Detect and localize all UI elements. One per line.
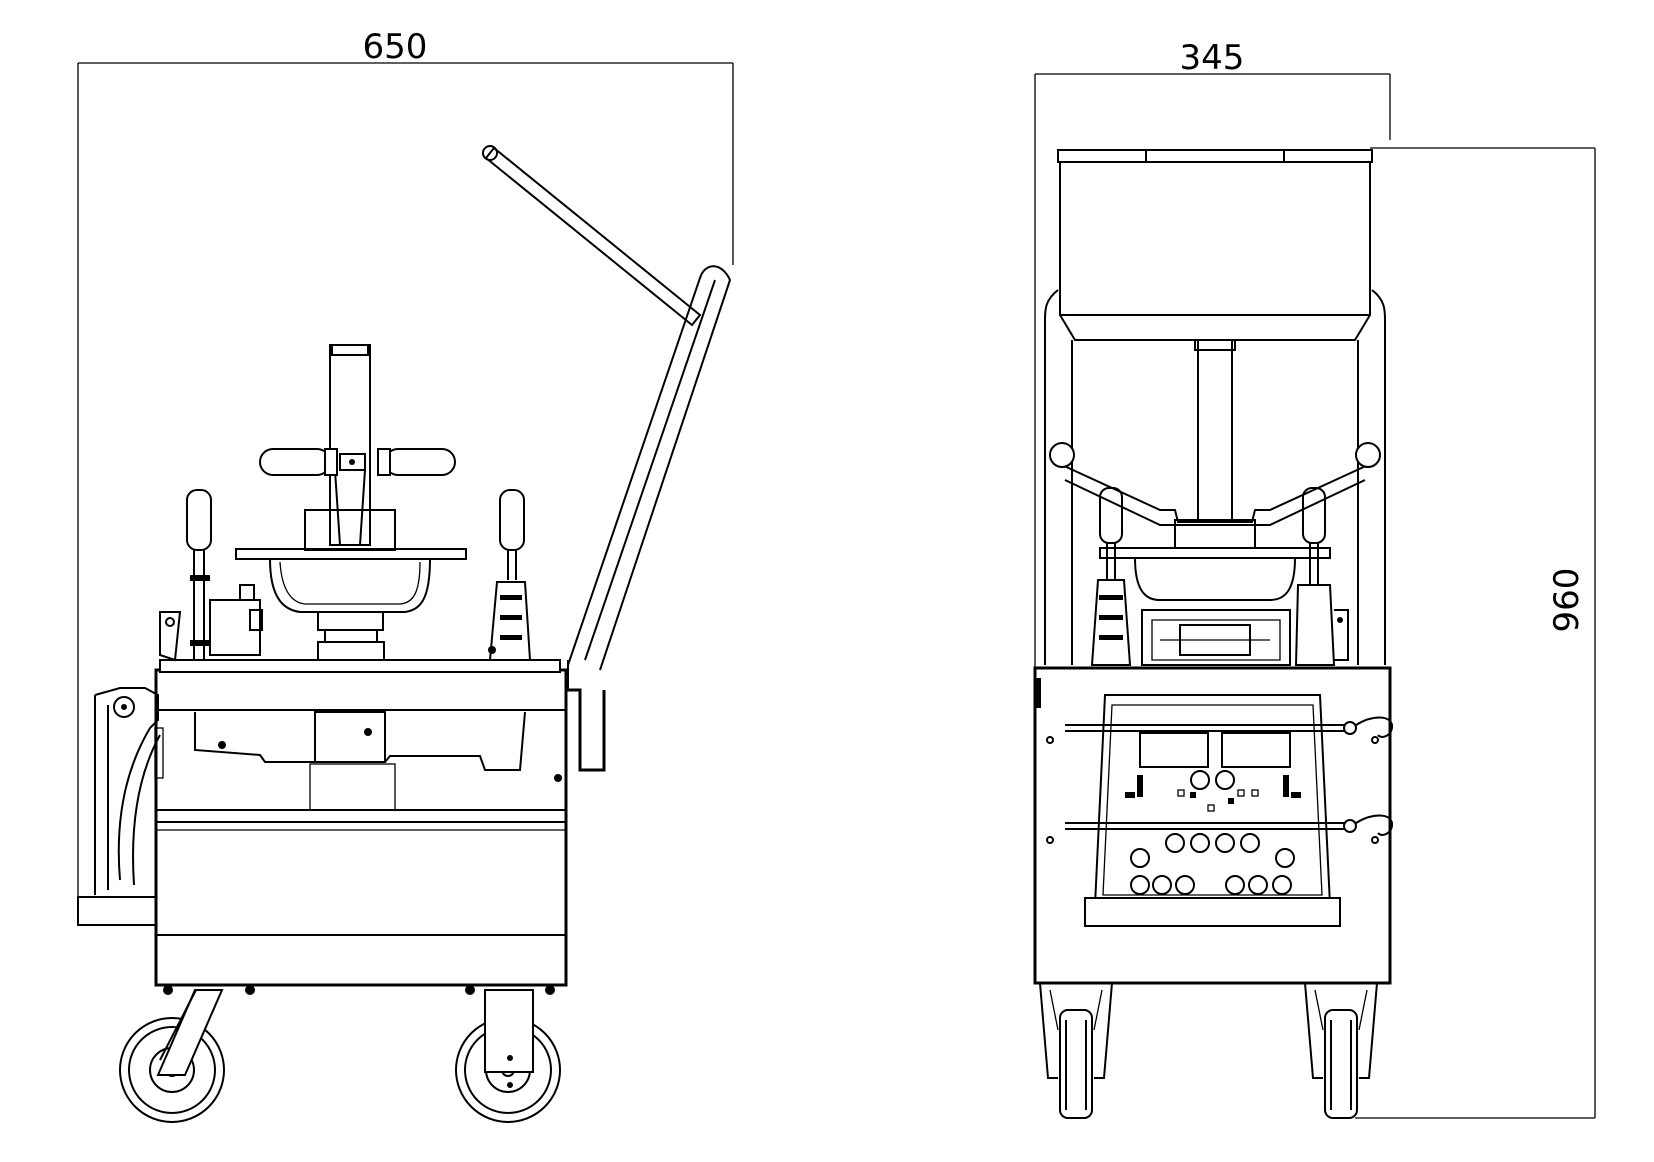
side-view: 650 <box>77 27 734 1123</box>
side-right-wheel <box>455 989 561 1123</box>
front-right-caster <box>1304 982 1378 1119</box>
dimension-label-960: 960 <box>1547 568 1587 633</box>
front-basin <box>1099 547 1331 666</box>
side-cabinet <box>154 659 568 995</box>
dimension-front-width: 345 <box>1034 38 1391 675</box>
side-top-assembly <box>235 344 467 661</box>
side-handle <box>482 145 732 772</box>
front-cabinet <box>1033 666 1392 985</box>
side-left-lever <box>159 489 263 662</box>
side-left-wheel <box>119 989 225 1123</box>
front-column-assembly <box>1049 339 1381 549</box>
display-right <box>1221 732 1291 768</box>
side-hose-bracket <box>77 687 161 926</box>
dimension-label-345: 345 <box>1180 38 1245 78</box>
front-left-lever <box>1090 487 1132 666</box>
dimension-height: 960 <box>1355 147 1596 1119</box>
side-right-lever <box>488 489 532 661</box>
display-left <box>1139 732 1209 768</box>
dimension-label-650: 650 <box>363 27 428 67</box>
front-top-frame <box>1044 149 1386 665</box>
front-right-lever <box>1294 487 1349 666</box>
dimension-side-width: 650 <box>77 27 734 925</box>
front-view: 345 960 <box>1033 38 1596 1119</box>
front-control-panel <box>1065 694 1394 927</box>
front-left-caster <box>1039 982 1113 1119</box>
